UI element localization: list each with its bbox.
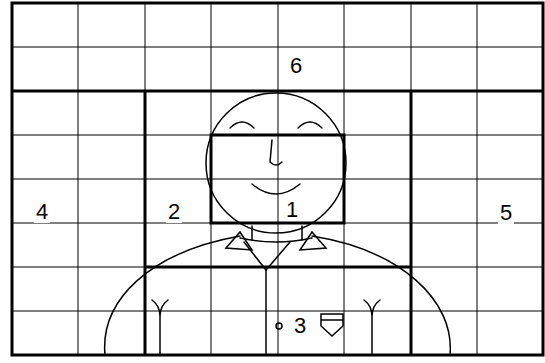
head [206, 93, 346, 233]
face-region [211, 135, 344, 223]
button [276, 323, 282, 329]
right-shoulder [312, 236, 450, 355]
eye [230, 122, 254, 128]
region-border [410, 91, 413, 355]
region-border [12, 90, 543, 93]
callout-number: 2 [166, 201, 182, 223]
grid [12, 3, 543, 355]
pocket [321, 314, 343, 336]
region-border [144, 91, 147, 355]
eye [298, 122, 322, 128]
strap [364, 300, 380, 355]
outer-border [12, 3, 543, 355]
mouth [252, 184, 300, 194]
collar-tip [300, 232, 326, 250]
grid-line [411, 267, 543, 268]
callout-number: 1 [284, 199, 300, 221]
callout-number: 4 [34, 201, 50, 223]
region-borders [12, 3, 543, 355]
left-shoulder [105, 236, 240, 355]
region-border [145, 266, 411, 269]
grid-line [12, 179, 543, 180]
grid-line [12, 311, 543, 312]
strap [152, 300, 168, 355]
person [105, 93, 451, 355]
grid-line [12, 47, 543, 48]
placket [265, 270, 267, 355]
nose [270, 140, 282, 165]
callout-number: 5 [498, 202, 514, 224]
collar-line [240, 238, 312, 242]
callout-number: 6 [288, 55, 304, 77]
neck [252, 226, 302, 240]
grid-line [12, 267, 145, 268]
callout-number: 3 [292, 315, 308, 337]
